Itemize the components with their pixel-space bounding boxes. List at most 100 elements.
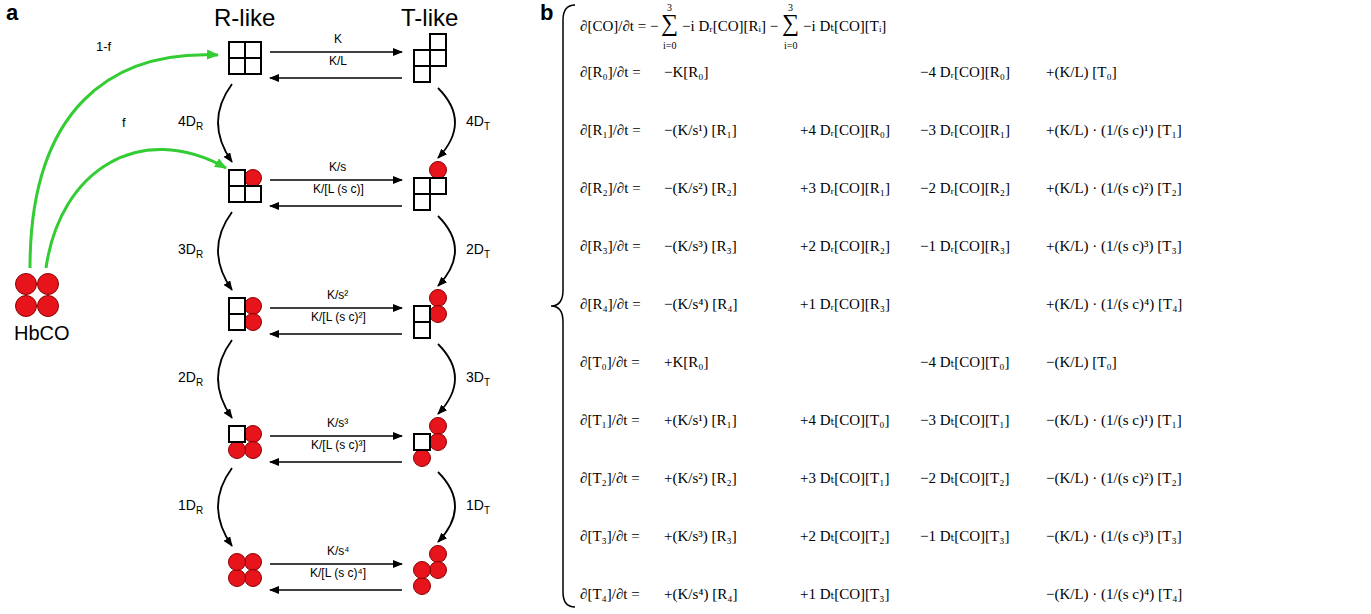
r-state-site-bound [245, 298, 262, 315]
forward-arrow [270, 435, 402, 437]
heme-site [16, 274, 37, 295]
t-state-site-empty [430, 178, 446, 194]
r-state-site-empty [229, 170, 245, 186]
t-state-site-bound [414, 562, 431, 579]
r-state-site-empty [229, 42, 245, 58]
column-title: R-like [214, 4, 275, 32]
equation-term: +(K/s⁴) [R₄] [664, 586, 738, 603]
t-state-site-bound [414, 578, 431, 595]
rate-subscript: R [196, 249, 203, 261]
forward-arrow [270, 307, 402, 309]
column-title: T-like [401, 4, 458, 32]
forward-arrow [270, 179, 402, 181]
r-state-site-bound [245, 570, 262, 587]
r-state-site-bound [245, 442, 262, 459]
equation-lhs: ∂[R₁]/∂t = [580, 122, 641, 139]
rate-label: K/[L (s c)³] [311, 439, 366, 453]
t-state-site-empty [430, 50, 446, 66]
t-state-site-bound [414, 450, 431, 467]
r-state-site-bound [229, 570, 246, 587]
equation-term: −(K/s³) [R₃] [664, 238, 737, 255]
equation-term: −(K/L) · (1/(s c)⁴) [T₄] [1046, 586, 1182, 603]
equation-term: +(K/L) · (1/(s c)¹) [T₁] [1046, 122, 1182, 139]
equation-term: +1 Dₜ[CO][T₃] [800, 586, 889, 603]
t-state-site-empty [414, 434, 430, 450]
equation-term: −1 Dₜ[CO][T₃] [920, 528, 1009, 545]
t-state-site-bound [430, 162, 447, 179]
rate-label: K [334, 33, 342, 47]
equation-term: +(K/L) · (1/(s c)³) [T₃] [1046, 238, 1182, 255]
binding-step-arrow [438, 88, 455, 158]
r-state-site-empty [245, 42, 261, 58]
molecule-icon [14, 272, 60, 318]
equation-term: −(K/L) [T₀] [1046, 354, 1117, 371]
r-state-site-bound [229, 442, 246, 459]
equation-term: −(K/s¹) [R₁] [664, 122, 737, 139]
rate-label: K/s² [327, 289, 348, 303]
rate-label: 1D [466, 497, 484, 513]
t-state-site-empty [414, 306, 430, 322]
r-state-site-empty [229, 58, 245, 74]
equation-lhs: ∂[T₂]/∂t = [580, 470, 640, 487]
rate-label: 4D [178, 113, 196, 129]
equation-term: +K[R₀] [664, 354, 709, 371]
equation-term: −(K/L) · (1/(s c)¹) [T₁] [1046, 412, 1182, 429]
binding-step-arrow [218, 84, 232, 162]
r-state-site-empty [229, 426, 245, 442]
binding-arrow [46, 150, 226, 268]
rate-label: 1D [178, 497, 196, 513]
rate-label: 3D [466, 369, 484, 385]
r-state-site-empty [245, 186, 261, 202]
rate-label: 2D [178, 369, 196, 385]
backward-arrow [270, 333, 402, 335]
equation-term: −2 Dᵣ[CO][R₂] [920, 180, 1010, 197]
rate-label: 3D [178, 241, 196, 257]
panel-letter: a [6, 0, 18, 25]
equation-lhs: ∂[R₄]/∂t = [580, 296, 641, 313]
equation-term: +2 Dₜ[CO][T₂] [800, 528, 889, 545]
equation-term: −2 Dₜ[CO][T₂] [920, 470, 1009, 487]
rate-subscript: T [484, 377, 490, 389]
equation-lhs: ∂[T₃]/∂t = [580, 528, 640, 545]
backward-arrow [270, 77, 402, 79]
t-state-site-bound [430, 418, 447, 435]
rate-subscript: R [196, 505, 203, 517]
binding-arrow [30, 55, 218, 268]
heme-site [16, 296, 37, 317]
equation-term: +(K/L) [T₀] [1046, 64, 1117, 81]
t-state-site-empty [414, 50, 430, 66]
equation-term: −i Dᵣ[CO][Rᵢ] − [682, 18, 778, 35]
equation-term: −4 Dₜ[CO][T₀] [920, 354, 1009, 371]
equation-lhs: ∂[CO]/∂t = − [580, 18, 658, 35]
heme-site [38, 296, 59, 317]
equation-term: −(K/L) · (1/(s c)²) [T₂] [1046, 470, 1182, 487]
equation-term: +4 Dᵣ[CO][R₀] [800, 122, 890, 139]
rate-label: K/[L (s c)⁴] [310, 567, 366, 581]
branch-fraction: 1-f [96, 40, 111, 55]
r-state-site-empty [229, 314, 245, 330]
equation-term: +3 Dₜ[CO][T₁] [800, 470, 889, 487]
equation-term: +4 Dₜ[CO][T₀] [800, 412, 889, 429]
t-state-site-bound [430, 546, 447, 563]
rate-label: K/s³ [327, 417, 348, 431]
backward-arrow [270, 589, 402, 591]
t-state-site-empty [414, 178, 430, 194]
equation-term: −i Dₜ[CO][Tᵢ] [803, 18, 886, 35]
rate-subscript: T [484, 505, 490, 517]
r-state-site-empty [245, 58, 261, 74]
t-state-site-bound [430, 306, 447, 323]
r-state-site-bound [245, 170, 262, 187]
rate-subscript: R [196, 377, 203, 389]
r-state-site-bound [245, 554, 262, 571]
curly-brace [551, 5, 575, 607]
equation-lhs: ∂[R₂]/∂t = [580, 180, 641, 197]
r-state-site-bound [245, 314, 262, 331]
r-state-site-bound [245, 426, 262, 443]
equation-term: +1 Dᵣ[CO][R₃] [800, 296, 890, 313]
t-state-site-bound [430, 434, 447, 451]
equation-term: −4 Dᵣ[CO][R₀] [920, 64, 1010, 81]
rate-label: 2D [466, 241, 484, 257]
binding-step-arrow [438, 216, 455, 286]
sum-limit: 3 [667, 2, 672, 14]
